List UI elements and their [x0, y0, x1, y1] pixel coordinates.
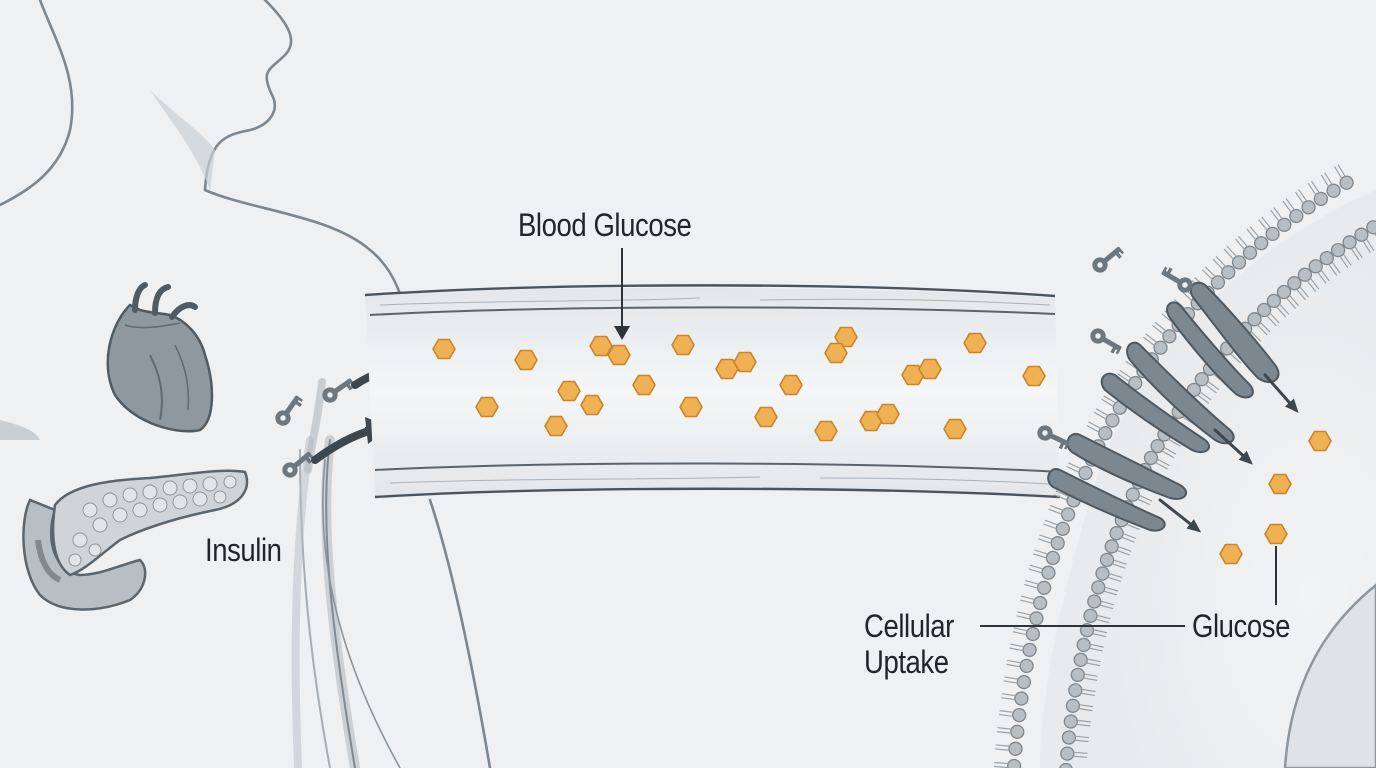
- hexagon-icon: [754, 406, 778, 428]
- pancreas-icon: [22, 469, 249, 611]
- lipid-molecule: [997, 705, 1028, 724]
- neck-shadow: [150, 90, 215, 190]
- hexagon-icon: [1268, 473, 1292, 495]
- hexagon-icon: [1308, 430, 1332, 452]
- glucose-label: Glucose: [1192, 608, 1290, 644]
- hexagon-icon: [514, 349, 538, 371]
- cellular-uptake-label: Cellular Uptake: [864, 608, 954, 680]
- lipid-molecule: [993, 757, 1022, 768]
- hexagon-icon: [779, 374, 803, 396]
- cell-nucleus: [1283, 583, 1376, 768]
- lipid-molecule: [1008, 639, 1038, 659]
- key-icon: [319, 373, 356, 406]
- hexagon-icon: [432, 338, 456, 360]
- hexagon-icon: [580, 394, 604, 416]
- lipid-molecule: [1000, 688, 1030, 707]
- key-icon: [272, 392, 305, 429]
- hexagon-icon: [1022, 365, 1046, 387]
- lipid-molecule: [1005, 655, 1035, 675]
- hexagon-icon: [607, 344, 631, 366]
- key-icon: [1087, 325, 1125, 356]
- hexagon-icon: [733, 351, 757, 373]
- hexagon-icon: [824, 342, 848, 364]
- hexagon-icon: [1264, 523, 1288, 545]
- hexagon-icon: [632, 374, 656, 396]
- lipid-molecule: [1014, 606, 1045, 627]
- cell-interior: [1040, 190, 1376, 768]
- hexagon-icon: [679, 396, 703, 418]
- hexagon-icon: [557, 380, 581, 402]
- lipid-molecule: [994, 739, 1024, 757]
- glucose-transporters: [1047, 281, 1280, 532]
- hexagon-icon: [963, 332, 987, 354]
- key-icon: [1089, 242, 1126, 276]
- lipid-molecule: [1002, 671, 1032, 691]
- blood-vessel: [364, 284, 1061, 499]
- hexagon-icon: [544, 415, 568, 437]
- hexagon-icon: [876, 403, 900, 425]
- insulin-label: Insulin: [205, 532, 282, 568]
- pointer-head: [614, 326, 630, 340]
- uptake-arrows: [1158, 373, 1299, 533]
- blood-glucose-label: Blood Glucose: [518, 207, 692, 243]
- heart-icon: [106, 282, 214, 433]
- hexagon-icon: [1219, 543, 1243, 565]
- hexagon-icon: [918, 358, 942, 380]
- hexagon-icon: [814, 420, 838, 442]
- lipid-molecule: [996, 722, 1026, 740]
- hexagon-icon: [943, 418, 967, 440]
- arm-shadow: [0, 420, 40, 440]
- hexagon-icon: [671, 334, 695, 356]
- hexagon-icon: [475, 396, 499, 418]
